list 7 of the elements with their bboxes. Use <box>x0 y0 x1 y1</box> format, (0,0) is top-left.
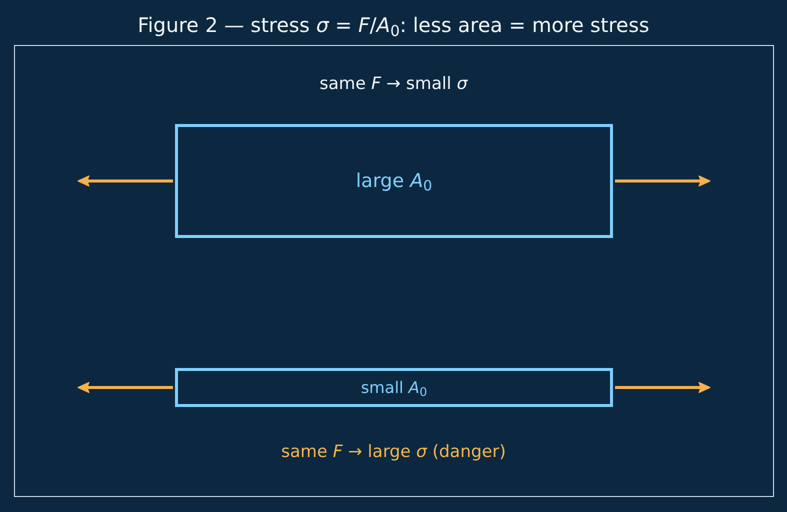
stress-note: same F → small σ <box>319 74 468 94</box>
bar-label: large A$_{0}$ <box>356 170 432 192</box>
bar-label: small A$_{0}$ <box>360 378 428 398</box>
specimen-bar <box>175 124 613 238</box>
title: Figure 2 — stress σ = F/A$_{0}$: less area = more stress <box>138 13 650 37</box>
stress-note: same F → large σ (danger) <box>281 442 506 462</box>
specimen-bar <box>175 368 613 407</box>
